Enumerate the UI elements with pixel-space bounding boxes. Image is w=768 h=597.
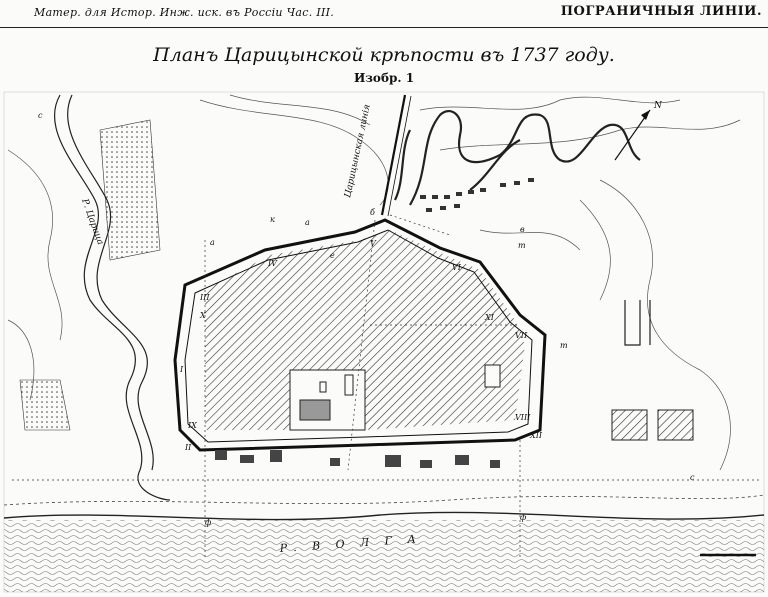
mark-t-2: т (560, 341, 568, 350)
north-arrow-icon: N (614, 101, 663, 161)
bastion-label-12: XII (529, 431, 543, 440)
river-tsaritsa (54, 94, 171, 501)
interior-buildings (289, 364, 501, 431)
bastion-labels: I III IV V VI VII VIII IX X XI XII II (179, 239, 543, 452)
letter-marks: а а б в е с с к т т ф ф (38, 111, 695, 527)
plan-title: Планъ Царицынской крѣпости въ 1737 году. (153, 44, 615, 66)
garden-west (19, 379, 71, 431)
mark-b: б (370, 208, 375, 217)
bastion-label-7: VII (515, 331, 528, 340)
volga-water (4, 520, 764, 592)
bastion-label-11: XI (484, 313, 495, 322)
survey-lines (12, 214, 760, 560)
label-tsaritsa: Р. Царица (79, 197, 105, 247)
mark-v: в (520, 225, 525, 234)
suburb-west (99, 119, 161, 261)
mark-f-2: ф (520, 513, 526, 522)
bastion-label-10: X (199, 311, 206, 320)
suburb-south (215, 450, 500, 468)
bastion-label-1: I (179, 365, 184, 374)
fortress-interior (205, 230, 525, 430)
bastion-label-8: VIII (515, 413, 531, 422)
mark-k: к (270, 215, 275, 224)
mark-s-2: с (690, 473, 695, 482)
mark-s-1: с (38, 111, 43, 120)
bastion-label-4: IV (267, 259, 278, 268)
bastion-label-3: III (199, 293, 210, 302)
plan-subtitle: Изобр. 1 (353, 71, 415, 85)
header-section-title: ПОГРАНИЧНЫЯ ЛИНIИ. (560, 4, 762, 19)
volga-bank (3, 494, 765, 506)
structures-east (611, 409, 694, 441)
settlement-northeast (420, 178, 534, 212)
north-arrow-label: N (653, 101, 663, 111)
ravines (394, 110, 641, 206)
mark-f-1: ф (205, 518, 211, 527)
fortress-walls (173, 218, 547, 452)
defense-line (380, 94, 412, 217)
mark-a-1: а (210, 238, 215, 247)
bastion-label-2: II (184, 443, 192, 452)
bastion-label-6: VI (452, 263, 462, 272)
bastion-label-5: V (370, 239, 377, 248)
label-defense-line: Царицынская линiя (343, 103, 373, 198)
mark-e: е (330, 251, 335, 260)
mark-a-2: а (305, 218, 310, 227)
volga-shoreline (3, 511, 765, 521)
header-rule (0, 27, 768, 28)
header-source-text: Матер. для Истор. Инж. иск. въ Россiи Ча… (34, 6, 335, 19)
terrain-contours (7, 94, 741, 471)
mark-t-1: т (518, 241, 526, 250)
bastion-label-9: IX (187, 421, 197, 430)
redoubt-east (624, 300, 651, 346)
